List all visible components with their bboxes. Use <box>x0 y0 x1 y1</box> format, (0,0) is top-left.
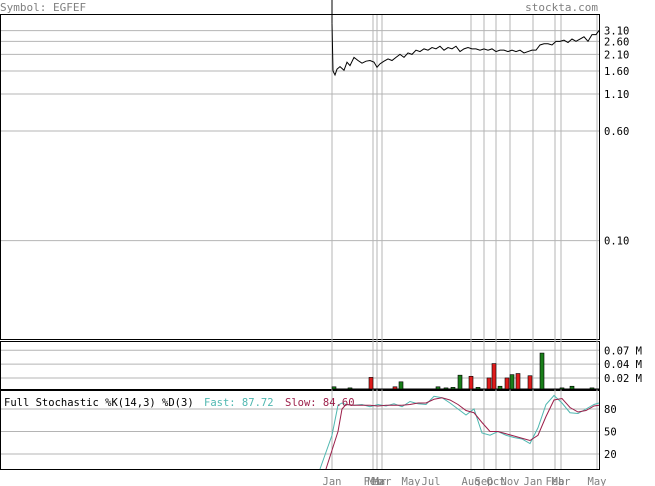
volume-bar <box>569 385 575 390</box>
stochastic-slow-label: Slow: 84.60 <box>285 397 355 409</box>
price-tick-label: 1.60 <box>604 66 629 78</box>
volume-grid: 0.07 M 0.04 M 0.02 M <box>1 345 642 385</box>
symbol-label: Symbol: EGFEF <box>0 1 86 14</box>
volume-bar <box>515 373 521 390</box>
volume-bar <box>450 387 456 390</box>
stochastic-panel-frame <box>0 390 600 470</box>
volume-bar <box>468 375 474 390</box>
x-tick-label: May <box>402 476 421 486</box>
stochastic-grid: 80 50 20 <box>1 404 617 461</box>
volume-bar <box>504 377 510 390</box>
price-tick-label: 3.10 <box>604 26 629 38</box>
volume-bar <box>457 374 463 390</box>
x-tick-label: Mar <box>373 476 392 486</box>
volume-bar <box>347 387 353 390</box>
volume-bar <box>589 387 595 390</box>
price-tick-label: 2.10 <box>604 49 629 61</box>
volume-bar <box>368 377 374 390</box>
stochastic-tick-label: 50 <box>604 427 617 439</box>
price-panel-frame <box>0 14 600 340</box>
x-tick-label: May <box>588 476 607 486</box>
fast-line <box>319 394 600 470</box>
x-tick-label: Jul <box>422 476 441 486</box>
volume-tick-label: 0.07 M <box>604 345 642 357</box>
volume-bar <box>497 385 503 390</box>
price-line <box>331 23 600 77</box>
volume-bar <box>435 386 441 390</box>
x-tick-label: Jan <box>323 476 342 486</box>
stochastic-tick-label: 20 <box>604 449 617 461</box>
volume-tick-label: 0.02 M <box>604 373 642 385</box>
volume-bar <box>509 374 515 390</box>
x-tick-label: Mar <box>368 476 387 486</box>
site-label: stockta.com <box>525 1 598 14</box>
stochastic-tick-label: 80 <box>604 404 617 416</box>
volume-bar <box>527 375 533 390</box>
volume-bar <box>475 387 481 390</box>
slow-line <box>325 397 600 470</box>
volume-bar <box>539 352 545 390</box>
x-tick-label: Oct <box>487 476 506 486</box>
x-tick-label: Jan <box>524 476 543 486</box>
x-tick-label: Sep <box>475 476 494 486</box>
price-tick-label: 0.60 <box>604 126 629 138</box>
stochastic-title: Full Stochastic %K(14,3) %D(3) <box>4 397 194 409</box>
volume-bars <box>331 352 599 390</box>
volume-bar <box>491 363 497 390</box>
price-series <box>331 0 600 77</box>
price-tick-label: 2.60 <box>604 36 629 48</box>
volume-bar <box>486 377 492 390</box>
stochastic-series <box>319 394 600 470</box>
x-tick-label: Feb <box>364 476 383 486</box>
price-tick-label: 1.10 <box>604 89 629 101</box>
volume-panel-frame <box>0 341 600 390</box>
price-grid: 3.102.602.10 1.60 1.10 0.60 0.10 <box>1 15 629 469</box>
volume-bar <box>392 386 398 390</box>
volume-tick-label: 0.04 M <box>604 359 642 371</box>
x-tick-label: Aug <box>462 476 481 486</box>
volume-bar <box>398 381 404 390</box>
x-tick-label: Mar <box>552 476 571 486</box>
price-tick-label: 0.10 <box>604 236 629 248</box>
volume-bar <box>443 387 449 390</box>
stochastic-fast-label: Fast: 87.72 <box>204 397 274 409</box>
volume-bar <box>331 386 337 390</box>
x-tick-label: Feb <box>546 476 565 486</box>
volume-bar <box>559 387 565 390</box>
x-tick-label: Nov <box>501 476 520 486</box>
